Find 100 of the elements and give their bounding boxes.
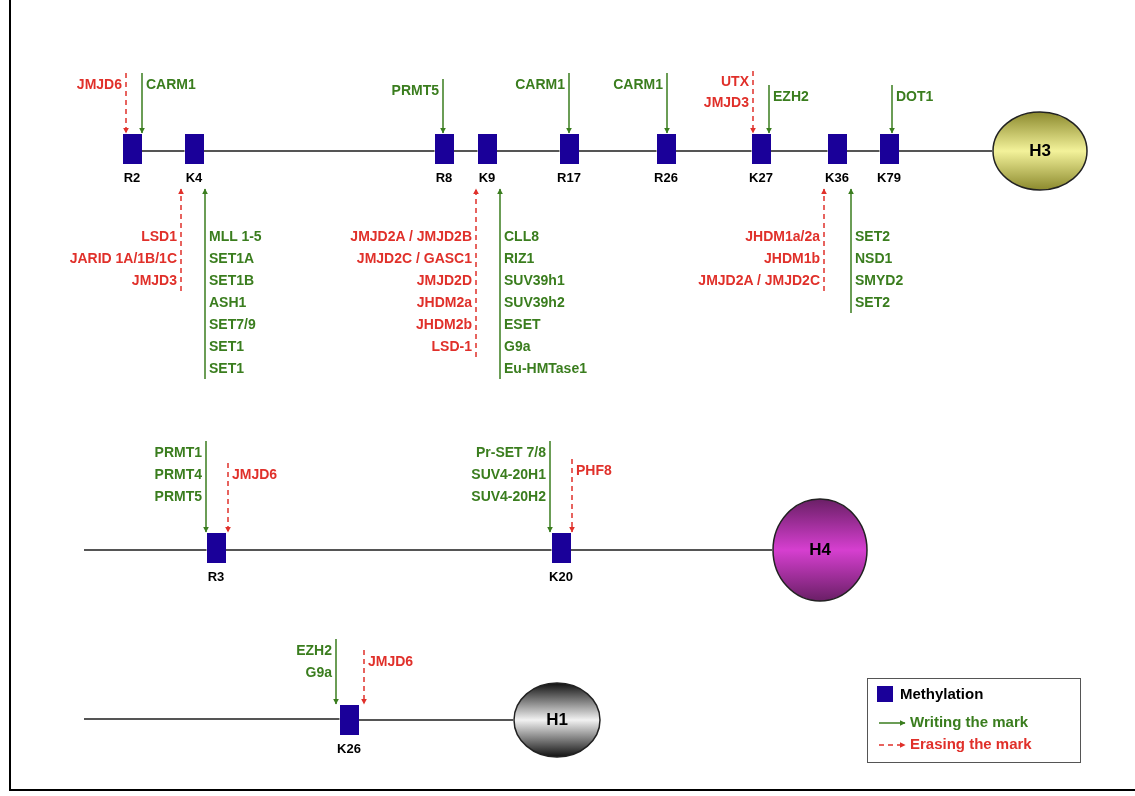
histone-label: H1 [545, 710, 569, 730]
enzyme-name: RIZ1 [504, 249, 536, 268]
legend-label: Erasing the mark [910, 735, 1032, 752]
residue-label: K27 [749, 170, 773, 186]
eraser-arrow [750, 70, 756, 134]
enzyme-name: SUV39h1 [504, 271, 566, 290]
residue-label: R17 [557, 170, 581, 186]
protein-tail-line [83, 718, 341, 720]
eraser-arrow [361, 649, 367, 705]
enzyme-name: JMJD3 [703, 93, 749, 112]
enzyme-name: JMJD2C / GASC1 [355, 249, 472, 268]
protein-tail-line [202, 150, 436, 152]
histone-label: H4 [808, 540, 832, 560]
enzyme-name: ESET [504, 315, 542, 334]
enzyme-name: SET1 [209, 337, 245, 356]
protein-tail-line [224, 549, 553, 551]
enzyme-name: SET1A [209, 249, 256, 268]
enzyme-name: EZH2 [773, 87, 809, 106]
legend-label: Methylation [900, 685, 984, 702]
enzyme-name: SET7/9 [209, 315, 257, 334]
writer-arrow [766, 84, 772, 134]
enzyme-name: JMJD3 [130, 271, 177, 290]
protein-tail-line [577, 150, 658, 152]
residue-label: K4 [185, 170, 203, 186]
writer-arrow [139, 72, 145, 134]
eraser-arrow [569, 458, 575, 533]
enzyme-name: JMJD6 [368, 652, 414, 671]
enzyme-name: SET2 [855, 227, 891, 246]
residue-label: K36 [825, 170, 849, 186]
eraser-arrow [225, 462, 231, 533]
residue-label: K26 [337, 741, 361, 757]
protein-tail-line [495, 150, 561, 152]
enzyme-name: UTX [720, 72, 749, 91]
enzyme-name: CARM1 [515, 75, 565, 94]
legend-label: Writing the mark [910, 713, 1029, 730]
eraser-arrow [821, 188, 827, 292]
writer-arrow [547, 440, 553, 533]
eraser-arrow [473, 188, 479, 358]
enzyme-name: PRMT1 [154, 443, 202, 462]
residue-label: R3 [207, 569, 225, 585]
enzyme-name: SMYD2 [855, 271, 904, 290]
protein-tail-line [140, 150, 186, 152]
writer-arrow [202, 188, 208, 380]
enzyme-name: LSD1 [140, 227, 177, 246]
histone-label: H3 [1028, 141, 1052, 161]
eraser-arrow [178, 188, 184, 292]
residue-label: K20 [549, 569, 573, 585]
enzyme-name: PHF8 [576, 461, 612, 480]
protein-tail-line [769, 150, 829, 152]
enzyme-name: JMJD2A / JMJD2B [350, 227, 472, 246]
writer-arrow [889, 84, 895, 134]
enzyme-name: JMJD2D [415, 271, 472, 290]
enzyme-name: SET1 [209, 359, 245, 378]
enzyme-name: PRMT5 [154, 487, 202, 506]
enzyme-name: SUV4-20H1 [471, 465, 546, 484]
residue-label: R2 [123, 170, 141, 186]
enzyme-name: SUV4-20H2 [471, 487, 546, 506]
protein-tail-line [452, 150, 479, 152]
writer-arrow [497, 188, 503, 380]
protein-tail-line [674, 150, 753, 152]
enzyme-name: Pr-SET 7/8 [474, 443, 546, 462]
residue-label: K79 [877, 170, 901, 186]
residue-label: R26 [654, 170, 678, 186]
enzyme-name: SET1B [209, 271, 256, 290]
protein-tail-line [845, 150, 881, 152]
enzyme-name: G9a [504, 337, 532, 356]
enzyme-name: JMJD6 [76, 75, 122, 94]
enzyme-name: SUV39h2 [504, 293, 566, 312]
enzyme-name: JMJD6 [232, 465, 278, 484]
enzyme-name: Eu-HMTase1 [504, 359, 587, 378]
enzyme-name: JHDM1b [763, 249, 820, 268]
writer-arrow [203, 440, 209, 533]
enzyme-name: PRMT4 [154, 465, 202, 484]
enzyme-name: JARID 1A/1B/1C [69, 249, 177, 268]
writer-arrow [848, 188, 854, 314]
writer-arrow [664, 72, 670, 134]
residue-label: K9 [478, 170, 496, 186]
enzyme-name: G9a [304, 663, 332, 682]
enzyme-name: EZH2 [296, 641, 332, 660]
enzyme-name: CARM1 [146, 75, 196, 94]
protein-tail-line [357, 719, 514, 721]
enzyme-name: JMJD2A / JMJD2C [698, 271, 820, 290]
enzyme-name: LSD-1 [430, 337, 472, 356]
enzyme-name: SET2 [855, 293, 891, 312]
writer-arrow [333, 638, 339, 705]
protein-tail-line [569, 549, 773, 551]
enzyme-name: JHDM2b [415, 315, 472, 334]
enzyme-name: CLL8 [504, 227, 540, 246]
writer-arrow [440, 78, 446, 134]
enzyme-name: PRMT5 [391, 81, 439, 100]
residue-label: R8 [435, 170, 453, 186]
enzyme-name: DOT1 [896, 87, 934, 106]
eraser-arrow [123, 72, 129, 134]
enzyme-name: ASH1 [209, 293, 248, 312]
enzyme-name: MLL 1-5 [209, 227, 262, 246]
protein-tail-line [83, 549, 208, 551]
writer-arrow [566, 72, 572, 134]
protein-tail-line [897, 150, 993, 152]
enzyme-name: CARM1 [613, 75, 663, 94]
enzyme-name: NSD1 [855, 249, 894, 268]
